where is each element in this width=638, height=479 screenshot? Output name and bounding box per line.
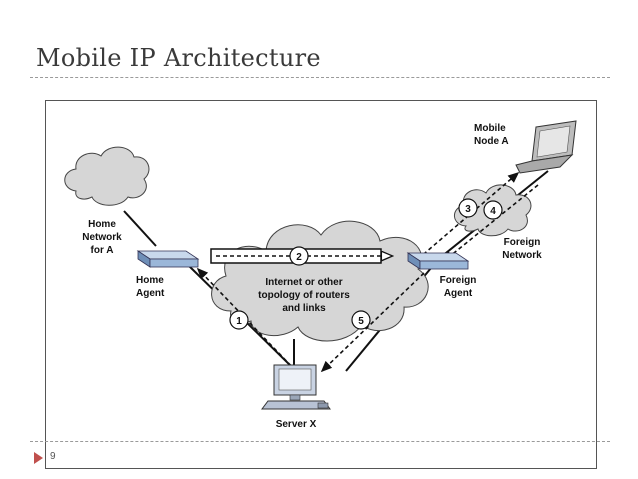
foreign-network-label: Foreign Network: [502, 237, 542, 261]
foreign-agent-line-1: Foreign: [440, 275, 477, 286]
home-agent-line-1: Home: [136, 275, 164, 286]
mobile-node-laptop-icon: [515, 120, 577, 174]
server-computer-icon: [261, 364, 331, 410]
step-markers: 1 2 3 4 5: [229, 198, 503, 330]
step-3-marker: 3: [458, 198, 478, 218]
home-network-line-1: Home: [88, 219, 116, 230]
internet-line-2: topology of routers: [258, 290, 350, 301]
mobile-node-line-2: Node A: [474, 136, 509, 147]
internet-label: Internet or other topology of routers an…: [258, 277, 350, 314]
home-network-line-3: for A: [91, 245, 114, 256]
step-4-label: 4: [490, 206, 496, 217]
foreign-network-line-2: Network: [502, 250, 542, 261]
step-1-marker: 1: [229, 310, 249, 330]
diagram-frame: 1 2 3 4 5 Mobile Node A H: [45, 100, 597, 469]
home-agent-label: Home Agent: [136, 275, 165, 299]
foreign-agent-router: [406, 252, 470, 270]
step-2-label: 2: [296, 252, 302, 263]
server-label: Server X: [276, 419, 317, 430]
step-4-marker: 4: [483, 200, 503, 220]
home-agent-router: [136, 250, 200, 268]
foreign-agent-line-2: Agent: [444, 288, 473, 299]
step-2-marker: 2: [289, 246, 309, 266]
page-number: 9: [50, 451, 56, 462]
mobile-node-line-1: Mobile: [474, 123, 506, 134]
page-marker-icon: [34, 452, 43, 464]
step-3-label: 3: [465, 204, 471, 215]
mobile-node-label: Mobile Node A: [474, 123, 509, 147]
foreign-agent-label: Foreign Agent: [440, 275, 477, 299]
home-network-cloud: [64, 146, 150, 206]
slide-title: Mobile IP Architecture: [36, 44, 321, 72]
server-line-1: Server X: [276, 419, 317, 430]
step-5-label: 5: [358, 316, 364, 327]
step-1-label: 1: [236, 316, 242, 327]
internet-line-1: Internet or other: [265, 277, 342, 288]
mobile-ip-diagram: 1 2 3 4 5 Mobile Node A H: [64, 120, 577, 430]
title-divider: [30, 77, 610, 78]
foreign-network-line-1: Foreign: [504, 237, 541, 248]
home-network-line-2: Network: [82, 232, 122, 243]
footer-divider: [30, 441, 610, 442]
internet-line-3: and links: [282, 303, 326, 314]
home-network-label: Home Network for A: [82, 219, 122, 256]
step-5-marker: 5: [351, 310, 371, 330]
home-agent-line-2: Agent: [136, 288, 165, 299]
